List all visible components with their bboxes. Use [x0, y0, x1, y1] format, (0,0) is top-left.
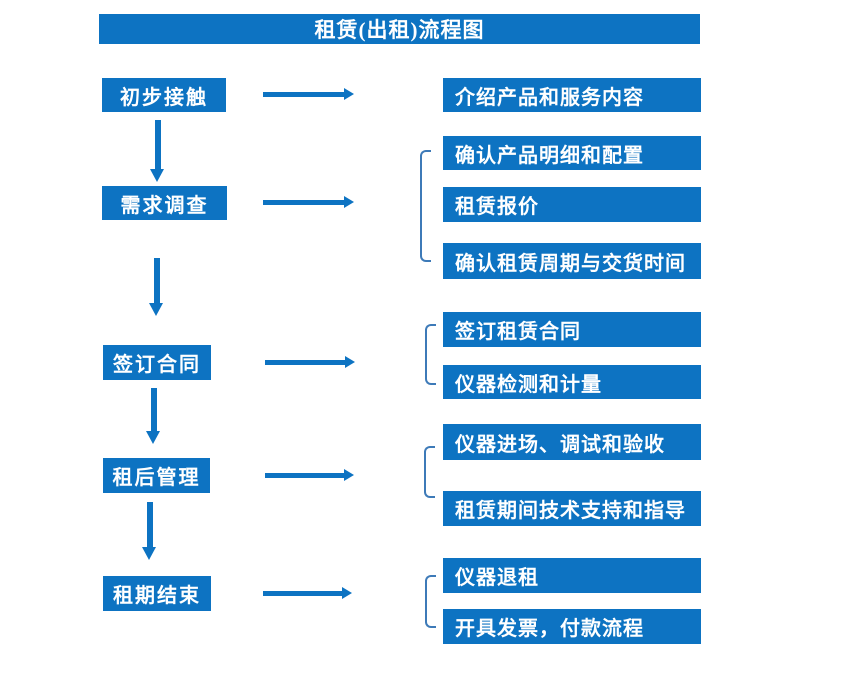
arrow-head	[146, 431, 160, 444]
arrow-shaft	[150, 388, 157, 432]
arrow-down-icon	[150, 120, 165, 182]
arrow-head	[344, 196, 354, 208]
arrow-head	[344, 88, 354, 100]
stage-box-post-rental-management: 租后管理	[103, 458, 210, 493]
detail-group-bracket	[420, 150, 431, 262]
detail-box-rental-quotation: 租赁报价	[443, 187, 701, 222]
arrow-head	[344, 469, 354, 481]
stage-box-rental-end: 租期结束	[103, 576, 211, 611]
arrow-right-icon	[265, 469, 354, 482]
arrow-down-icon	[146, 388, 161, 444]
arrow-shaft	[153, 258, 160, 304]
arrow-shaft	[263, 591, 343, 596]
arrow-head	[342, 587, 352, 599]
arrow-shaft	[265, 360, 346, 365]
arrow-shaft	[146, 502, 153, 548]
detail-box-introduce-products-services: 介绍产品和服务内容	[443, 78, 701, 112]
detail-group-bracket	[424, 446, 435, 498]
arrow-down-icon	[142, 502, 157, 560]
arrow-shaft	[265, 473, 345, 478]
arrow-head	[345, 356, 355, 368]
arrow-head	[149, 303, 163, 316]
detail-box-instrument-setup-acceptance: 仪器进场、调试和验收	[443, 424, 701, 460]
flowchart-title: 租赁(出租)流程图	[99, 14, 700, 44]
detail-box-invoice-payment-process: 开具发票，付款流程	[443, 609, 701, 644]
stage-box-sign-contract: 签订合同	[103, 345, 211, 380]
arrow-head	[142, 547, 156, 560]
detail-box-confirm-rental-period-delivery: 确认租赁周期与交货时间	[443, 243, 701, 279]
detail-box-sign-rental-contract: 签订租赁合同	[443, 312, 701, 347]
arrow-right-icon	[263, 587, 352, 600]
arrow-head	[150, 169, 164, 182]
arrow-shaft	[263, 92, 345, 97]
arrow-shaft	[154, 120, 161, 170]
detail-box-confirm-product-details: 确认产品明细和配置	[443, 136, 701, 170]
detail-box-instrument-testing-metering: 仪器检测和计量	[443, 365, 701, 399]
detail-box-technical-support-guidance: 租赁期间技术支持和指导	[443, 491, 701, 526]
detail-box-instrument-return: 仪器退租	[443, 558, 701, 593]
detail-group-bracket	[425, 575, 436, 628]
stage-box-initial-contact: 初步接触	[102, 78, 226, 112]
detail-group-bracket	[425, 324, 436, 385]
arrow-right-icon	[263, 88, 354, 101]
arrow-down-icon	[149, 258, 164, 316]
arrow-right-icon	[263, 196, 354, 209]
stage-box-demand-survey: 需求调查	[102, 186, 227, 220]
arrow-right-icon	[265, 356, 355, 369]
arrow-shaft	[263, 200, 345, 205]
